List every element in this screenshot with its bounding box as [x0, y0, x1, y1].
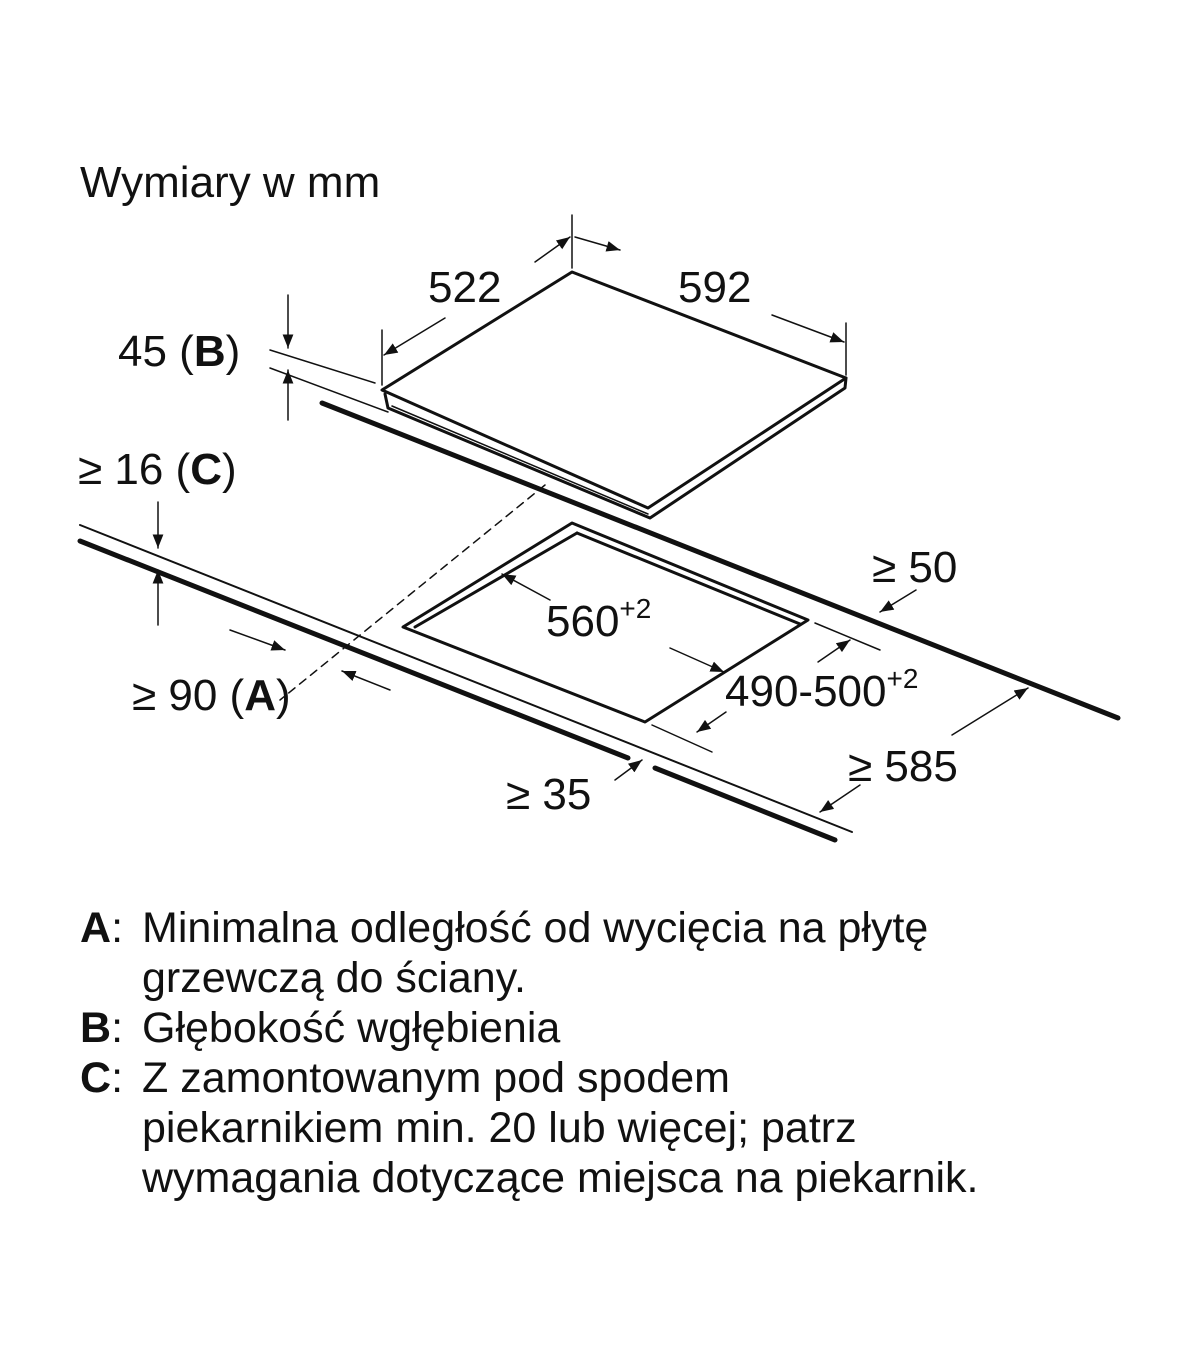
legend-text: grzewczą do ściany. — [142, 954, 526, 1002]
dim-front-gap-35: ≥ 35 — [506, 770, 591, 819]
dim-cutout-width: 560+2 — [546, 593, 651, 646]
dim-cutout-depth: 490-500+2 — [725, 663, 918, 716]
diagram-title: Wymiary w mm — [80, 158, 381, 207]
dim-wall-gap-50: ≥ 50 — [872, 543, 957, 592]
countertop-back-edge — [319, 400, 1121, 721]
legend-item-a: A: Minimalna odległość od wycięcia na pł… — [80, 904, 929, 1002]
dim-a-90: ≥ 90 (A) — [132, 671, 291, 720]
dim-b-45: 45 (B) — [118, 327, 240, 376]
countertop-front-edge — [79, 524, 853, 833]
legend-text: Z zamontowanym pod spodem — [142, 1054, 730, 1102]
legend-text: Minimalna odległość od wycięcia na płytę — [142, 904, 929, 952]
legend-key: B — [80, 1004, 112, 1052]
legend-text: piekarnikiem min. 20 lub więcej; patrz — [142, 1104, 857, 1152]
legend-item-b: B: Głębokość wgłębienia — [80, 1004, 561, 1052]
dim-c-16: ≥ 16 (C) — [78, 445, 237, 494]
legend-key: C — [80, 1054, 112, 1102]
dim-depth-592: 592 — [678, 263, 751, 312]
hob-shape — [380, 270, 848, 520]
dim-width-522: 522 — [428, 263, 501, 312]
legend-key: A — [80, 904, 112, 952]
legend: A: Minimalna odległość od wycięcia na pł… — [80, 903, 979, 1203]
legend-text: Głębokość wgłębienia — [142, 1004, 561, 1052]
cutout-shape — [401, 521, 810, 724]
dim-counter-depth-585: ≥ 585 — [848, 742, 958, 791]
legend-text: wymagania dotyczące miejsca na piekarnik… — [142, 1154, 979, 1202]
